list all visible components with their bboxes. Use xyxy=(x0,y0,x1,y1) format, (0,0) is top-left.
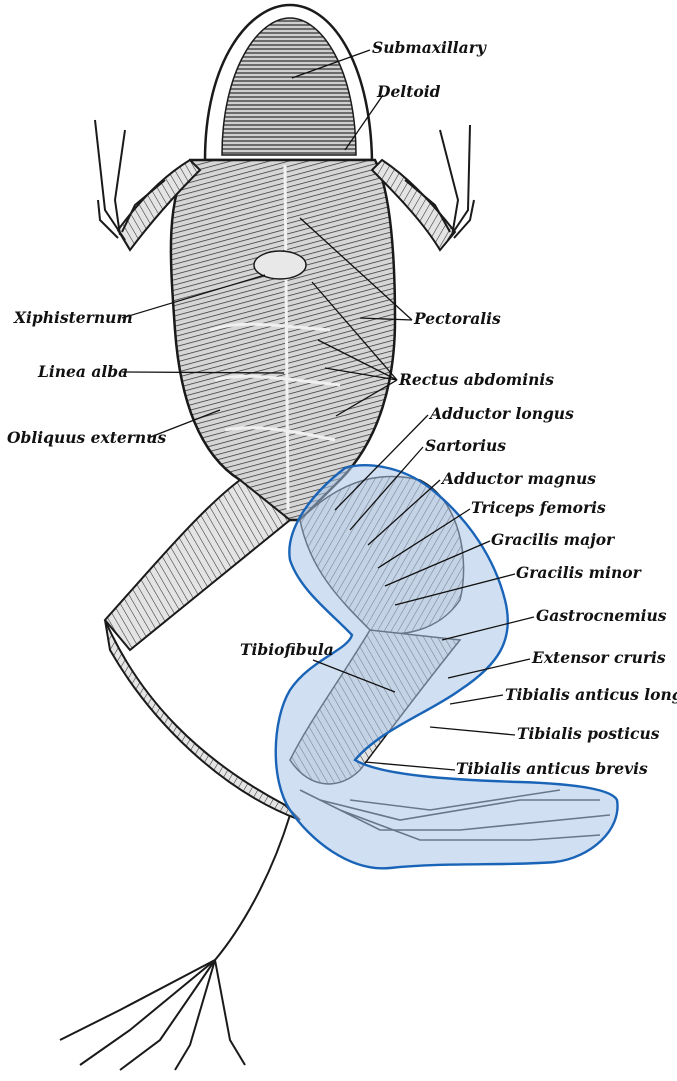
label-tibialis-anticus-longus: Tibialis anticus longus xyxy=(505,685,677,704)
label-sartorius: Sartorius xyxy=(425,436,506,455)
label-tibiofibula: Tibiofibula xyxy=(240,640,334,659)
label-linea-alba: Linea alba xyxy=(37,362,128,381)
label-triceps-femoris: Triceps femoris xyxy=(471,498,606,517)
label-adductor-magnus: Adductor magnus xyxy=(440,469,596,488)
label-gracilis-major: Gracilis major xyxy=(491,530,616,549)
label-obliquus-externus: Obliquus externus xyxy=(7,428,166,447)
label-adductor-longus: Adductor longus xyxy=(428,404,574,423)
label-deltoid: Deltoid xyxy=(376,82,441,101)
left-thigh xyxy=(105,480,290,650)
label-rectus-abdominis: Rectus abdominis xyxy=(398,370,554,389)
label-extensor-cruris: Extensor cruris xyxy=(531,648,666,667)
xiphisternum-shape xyxy=(254,251,306,279)
label-gracilis-minor: Gracilis minor xyxy=(516,563,643,582)
label-gastrocnemius: Gastrocnemius xyxy=(536,606,667,625)
left-foot xyxy=(60,815,290,1070)
label-tibialis-anticus-brevis: Tibialis anticus brevis xyxy=(456,759,648,778)
label-submaxillary: Submaxillary xyxy=(372,38,487,57)
label-xiphisternum: Xiphisternum xyxy=(13,308,133,327)
label-tibialis-posticus: Tibialis posticus xyxy=(517,724,660,743)
label-pectoralis: Pectoralis xyxy=(413,309,501,328)
